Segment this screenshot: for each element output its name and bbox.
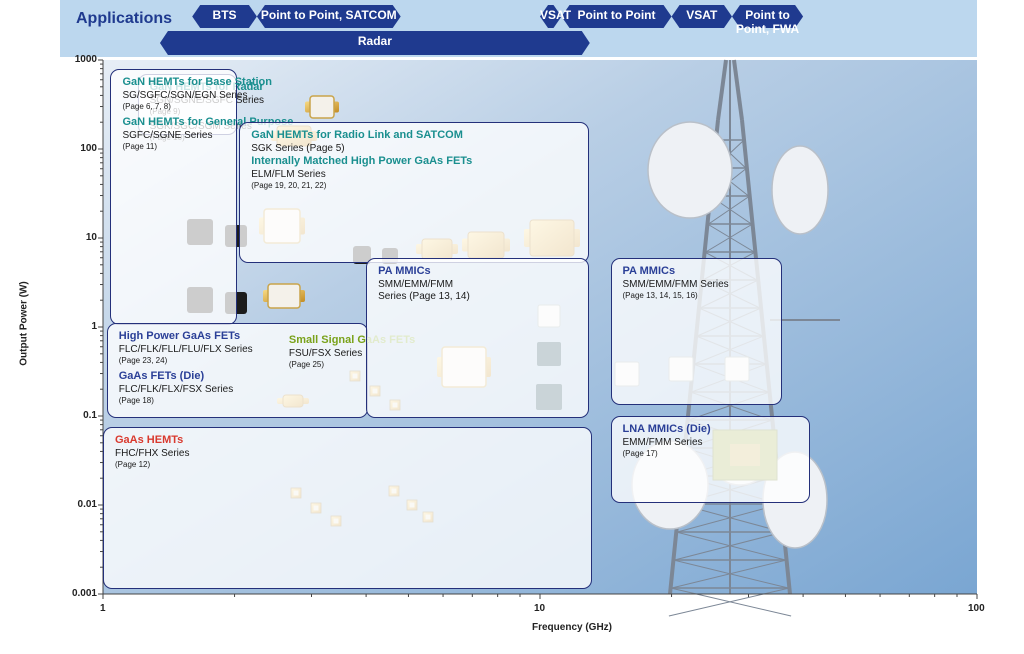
region-ser-gan-radio: SGK Series (Page 5) xyxy=(251,143,345,155)
x-tick-label: 10 xyxy=(534,603,546,614)
region-head-gaas-hemts: GaAs HEMTs xyxy=(115,434,184,447)
application-band-label-row1-0: BTS xyxy=(212,8,237,22)
region-ser-gan-radio: ELM/FLM Series xyxy=(251,169,326,181)
region-head-lna-mmic: LNA MMICs (Die) xyxy=(622,423,711,435)
region-ser-pa-mmic-2: SMM/EMM/FMM Series xyxy=(622,278,729,290)
application-band-row1-3 xyxy=(561,5,672,28)
application-band-label-row2-0: Radar xyxy=(357,34,392,48)
region-ser-gaas-fets: FLC/FLK/FLL/FLU/FLX Series xyxy=(118,344,253,356)
region-ser-gan-bs: SGFC/SGNE Series xyxy=(122,129,213,141)
region-head-gan-radio: Internally Matched High Power GaAs FETs xyxy=(251,155,473,168)
region-head-gaas-fets: High Power GaAs FETs xyxy=(118,330,241,343)
region-ser-pa-mmic-1: SMM/EMM/FMM xyxy=(378,278,454,290)
product-region-pa-mmic-1 xyxy=(366,257,589,418)
tower-brace xyxy=(668,587,790,617)
region-page-gaas-fets: (Page 18) xyxy=(118,396,154,406)
region-ser-pa-mmic-1: Series (Page 13, 14) xyxy=(378,290,470,302)
y-tick-label: 0.1 xyxy=(83,410,97,421)
x-axis-label: Frequency (GHz) xyxy=(532,622,613,633)
region-head-gan-radio: GaN HEMTs for Radio Link and SATCOM xyxy=(251,129,463,142)
product-region-gaas-hemts xyxy=(103,427,592,589)
application-band-row1-4 xyxy=(671,5,732,28)
applications-header xyxy=(159,5,804,55)
region-page-gan-bs: (Page 6, 7, 8) xyxy=(122,101,171,111)
application-band-row1-1 xyxy=(256,5,401,28)
region-page-lna-mmic: (Page 17) xyxy=(622,449,658,458)
region-head-pa-mmic-1: PA MMICs xyxy=(378,264,431,277)
product-region-lna-mmic xyxy=(610,416,810,504)
chip-package-icon xyxy=(309,95,335,119)
region-head-pa-mmic-2: PA MMICs xyxy=(622,264,676,277)
y-tick-label: 0.01 xyxy=(77,499,97,510)
region-page-gaas-hemts: (Page 12) xyxy=(115,460,151,470)
application-band-label-row1-5: Point to Point, FWA xyxy=(735,8,800,36)
application-band-row2-0 xyxy=(159,31,590,55)
region-head-gan-bs: GaN HEMTs for Base Station xyxy=(122,75,272,88)
region-page-small-signal: (Page 25) xyxy=(288,360,325,369)
product-region-gaas-fets xyxy=(106,323,369,418)
application-band-label-row1-1: Point to Point, SATCOM xyxy=(260,8,397,22)
chip-package-icon xyxy=(267,283,301,309)
region-page-gaas-fets: (Page 23, 24) xyxy=(118,356,168,366)
application-band-row1-5 xyxy=(731,5,804,28)
dish-antenna-icon xyxy=(771,145,829,235)
region-head-gaas-fets: GaAs FETs (Die) xyxy=(118,370,205,383)
y-tick-label: 1000 xyxy=(74,54,97,65)
y-tick-label: 1 xyxy=(91,321,97,332)
application-band-label-row1-4: VSAT xyxy=(686,8,718,22)
product-region-pa-mmic-2 xyxy=(610,257,783,405)
application-band-row1-2 xyxy=(540,5,562,28)
region-ser-small-signal: FSU/FSX Series xyxy=(288,348,363,359)
tower-leg xyxy=(716,59,728,121)
y-axis-label: Output Power (W) xyxy=(18,281,30,366)
y-tick-label: 10 xyxy=(85,232,97,243)
product-region-gan-radio xyxy=(239,122,589,264)
application-band-row1-0 xyxy=(192,5,257,28)
x-tick-label: 100 xyxy=(968,603,985,614)
y-tick-label: 0.001 xyxy=(71,588,97,599)
region-page-gan-radio: (Page 19, 20, 21, 22) xyxy=(251,181,327,191)
application-band-label-row1-3: Point to Point xyxy=(577,8,656,22)
region-page-pa-mmic-2: (Page 13, 14, 15, 16) xyxy=(622,290,698,300)
region-ser-lna-mmic: EMM/FMM Series xyxy=(622,437,703,448)
region-ser-gaas-hemts: FHC/FHX Series xyxy=(115,448,190,460)
y-tick-label: 100 xyxy=(80,143,97,154)
product-region-gan-bs xyxy=(110,68,237,326)
applications-title: Applications xyxy=(76,10,173,27)
x-tick-label: 1 xyxy=(100,603,106,614)
tower-leg xyxy=(732,59,744,121)
region-page-gan-bs: (Page 11) xyxy=(122,141,157,151)
region-ser-gaas-fets: FLC/FLK/FLX/FSX Series xyxy=(118,384,234,396)
application-band-label-row1-2: VSAT xyxy=(540,8,572,22)
region-ser-gan-bs: SG/SGFC/SGN/EGN Series xyxy=(122,89,248,101)
dish-antenna-icon xyxy=(647,121,733,219)
